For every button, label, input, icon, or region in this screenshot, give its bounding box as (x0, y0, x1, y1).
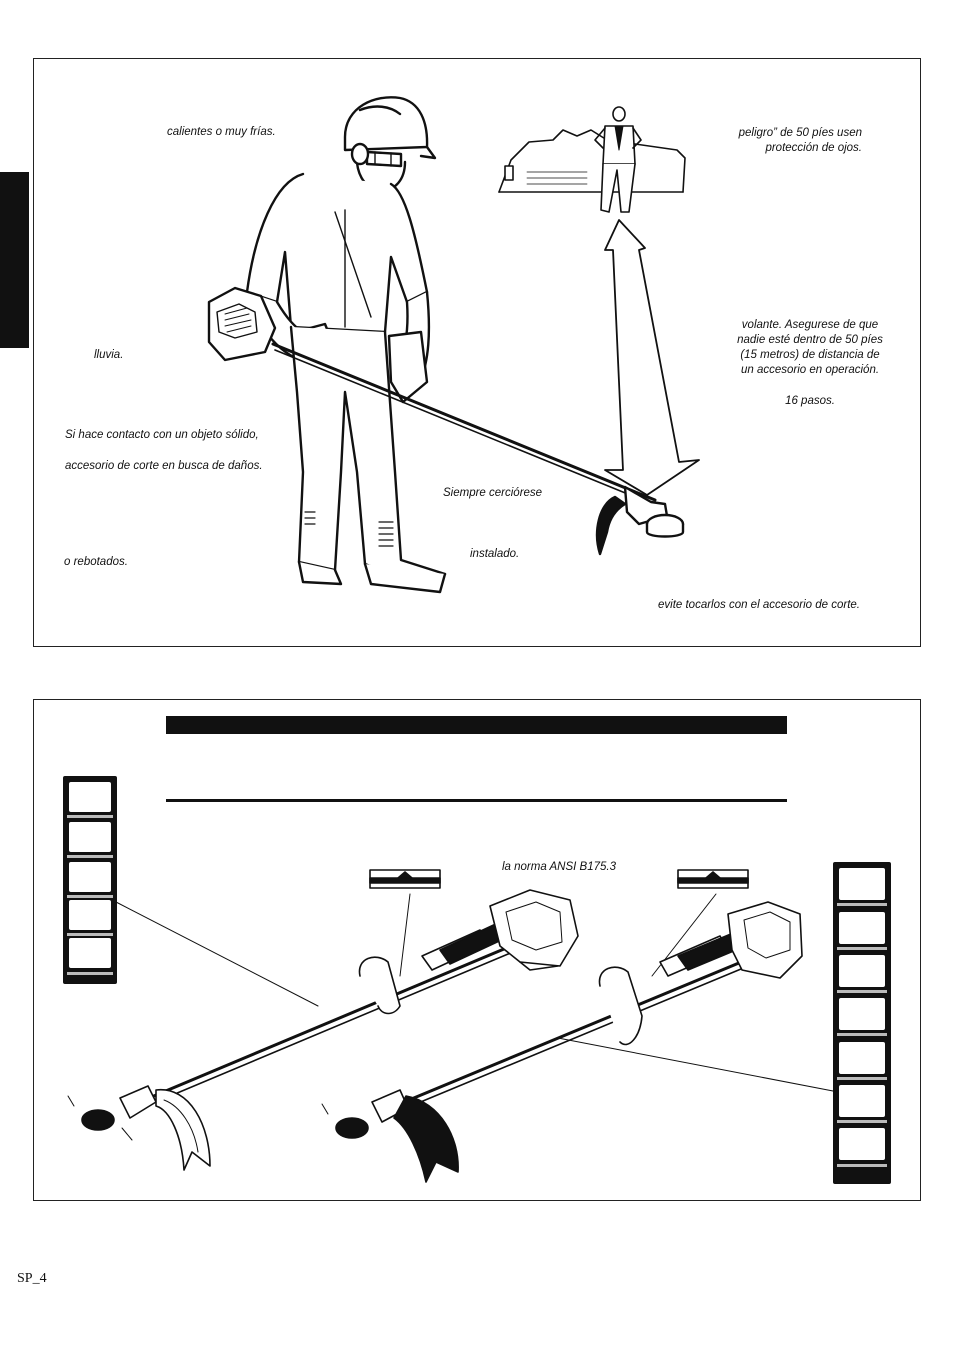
caption-danger-zone: peligro” de 50 píes usen (738, 127, 862, 139)
thrown-objects-icon (839, 998, 885, 1030)
section-tab (0, 172, 29, 348)
eye-ear-protection-icon (839, 912, 885, 944)
trimmer-models-illustration (67, 869, 834, 1183)
caption-solid-object: Si hace contacto con un objeto sólido, (65, 429, 259, 441)
caption-distance-1: volante. Asegurese de que (741, 319, 879, 331)
book-icon (839, 868, 885, 900)
caption-steps: 16 pasos. (785, 395, 835, 407)
eye-ear-protection-icon (69, 822, 111, 852)
operator-illustration (207, 96, 685, 594)
caption-rebound: o rebotados. (64, 556, 128, 568)
blade-warning-icon (839, 1128, 885, 1160)
blade-thrust-icon (839, 1042, 885, 1074)
safety-label-right (833, 862, 891, 1184)
caption-inspect-damage: accesorio de corte en busca de daños. (65, 460, 263, 472)
book-icon (69, 782, 111, 812)
caption-installed: instalado. (470, 548, 520, 560)
labels-panel (33, 699, 921, 1201)
caption-distance-2: nadie esté dentro de 50 píes (737, 334, 883, 346)
caption-eye-protection: protección de ojos. (765, 142, 862, 154)
safety-illustration-panel (33, 58, 921, 647)
section-header-bar (166, 716, 787, 734)
keep-distance-icon (839, 955, 885, 987)
no-blade-icon (69, 938, 111, 968)
thrown-objects-icon (69, 900, 111, 930)
harness-icon (839, 1085, 885, 1117)
caption-temperature: calientes o muy frías. (167, 126, 276, 138)
caption-distance-4: un accesorio en operación. (740, 364, 880, 376)
safety-label-left (63, 776, 117, 984)
bystander-distance-illustration (498, 106, 700, 496)
caption-always-check: Siempre cerciórese (443, 487, 543, 499)
caption-rain: lluvia. (94, 349, 124, 361)
page-number: SP_4 (17, 1271, 47, 1286)
section-rule (166, 799, 787, 802)
caption-avoid-contact: evite tocarlos con el accesorio de corte… (658, 599, 860, 611)
caption-ansi-standard: la norma ANSI B175.3 (502, 861, 616, 873)
caption-distance-3: (15 metros) de distancia de (740, 349, 880, 361)
keep-distance-icon (69, 862, 111, 892)
